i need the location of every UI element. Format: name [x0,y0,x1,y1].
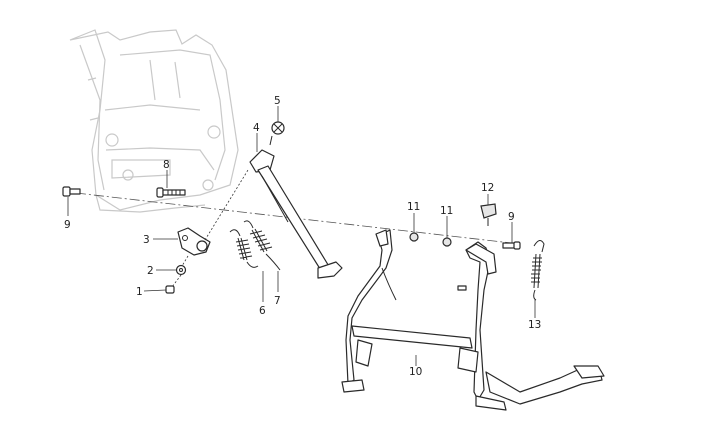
nut-right-a [409,232,419,242]
callout-9-left: 9 [64,219,71,231]
callout-3: 3 [143,234,150,246]
assembly-guide-b [181,255,189,267]
assembly-guide-a [171,274,182,288]
spring-6 [229,229,259,268]
callout-4: 4 [253,122,260,134]
callout-8: 8 [163,159,170,171]
callout-6: 6 [259,305,266,317]
callout-12: 12 [481,182,494,194]
callout-1: 1 [136,286,143,298]
center-stand [341,229,605,411]
bolt-left [62,186,81,197]
stand-bracket [177,227,211,256]
stopper-12 [480,203,497,226]
assembly-guide-c [204,169,249,241]
washer [175,264,187,276]
callout-5: 5 [274,95,281,107]
bolt-bottom [165,285,175,294]
callout-7: 7 [274,295,281,307]
side-stand [249,149,343,279]
callout-2: 2 [147,265,154,277]
nut-right-b [442,237,452,247]
motorcycle-frame-ghost [69,29,239,213]
pivot-bolt [156,187,186,198]
stand-knob [269,121,285,146]
callout-10: 10 [409,366,422,378]
callout-11-b: 11 [440,205,453,217]
spring-7 [243,220,281,271]
leader-lines [67,106,536,366]
spring-13 [531,240,545,301]
callout-9-right: 9 [508,211,515,223]
bolt-right [502,241,521,250]
callout-13: 13 [528,319,541,331]
callout-11-a: 11 [407,201,420,213]
